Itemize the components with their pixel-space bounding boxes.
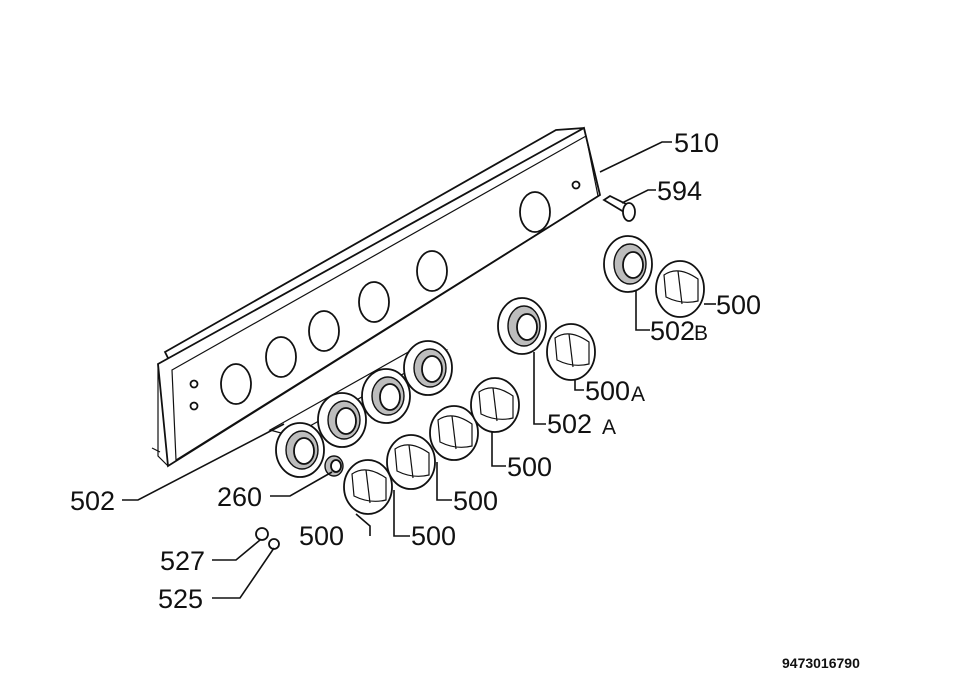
label-510: 510 [674, 128, 719, 158]
label-260: 260 [217, 482, 262, 512]
bezel-row [268, 340, 453, 478]
bezel-502a [497, 297, 547, 355]
control-panel [151, 126, 602, 468]
bezel-ring-3 [361, 368, 411, 424]
label-500-k1: 500 [299, 521, 344, 551]
pin-594 [602, 194, 636, 222]
label-594: 594 [657, 176, 702, 206]
knob-3 [429, 405, 479, 461]
label-525: 525 [158, 584, 203, 614]
knob-4 [470, 377, 520, 433]
bezel-ring-1 [275, 422, 325, 478]
label-502b: 502 [650, 316, 695, 346]
bezel-ring-4 [403, 340, 453, 396]
bezel-ring-2 [317, 392, 367, 448]
label-500-k4: 500 [507, 452, 552, 482]
label-500-k3: 500 [453, 486, 498, 516]
label-500-right: 500 [716, 290, 761, 320]
leader-lines [122, 141, 716, 599]
knob-right [655, 260, 705, 318]
label-500a-suffix: A [631, 383, 645, 406]
label-527: 527 [160, 546, 205, 576]
label-502: 502 [70, 486, 115, 516]
label-500-k2: 500 [411, 521, 456, 551]
knob-2 [386, 434, 436, 490]
label-502b-suffix: B [694, 322, 708, 345]
clip-525 [268, 538, 280, 550]
label-502a-suffix: A [602, 416, 616, 439]
bezel-502b [603, 235, 653, 293]
drawing-code: 9473016790 [782, 655, 860, 671]
label-500a: 500 [585, 376, 630, 406]
knob-1 [343, 459, 393, 515]
knob-500a [546, 323, 596, 381]
indicator-260 [324, 455, 344, 477]
label-502a: 502 [547, 409, 592, 439]
clip-527 [255, 527, 269, 541]
